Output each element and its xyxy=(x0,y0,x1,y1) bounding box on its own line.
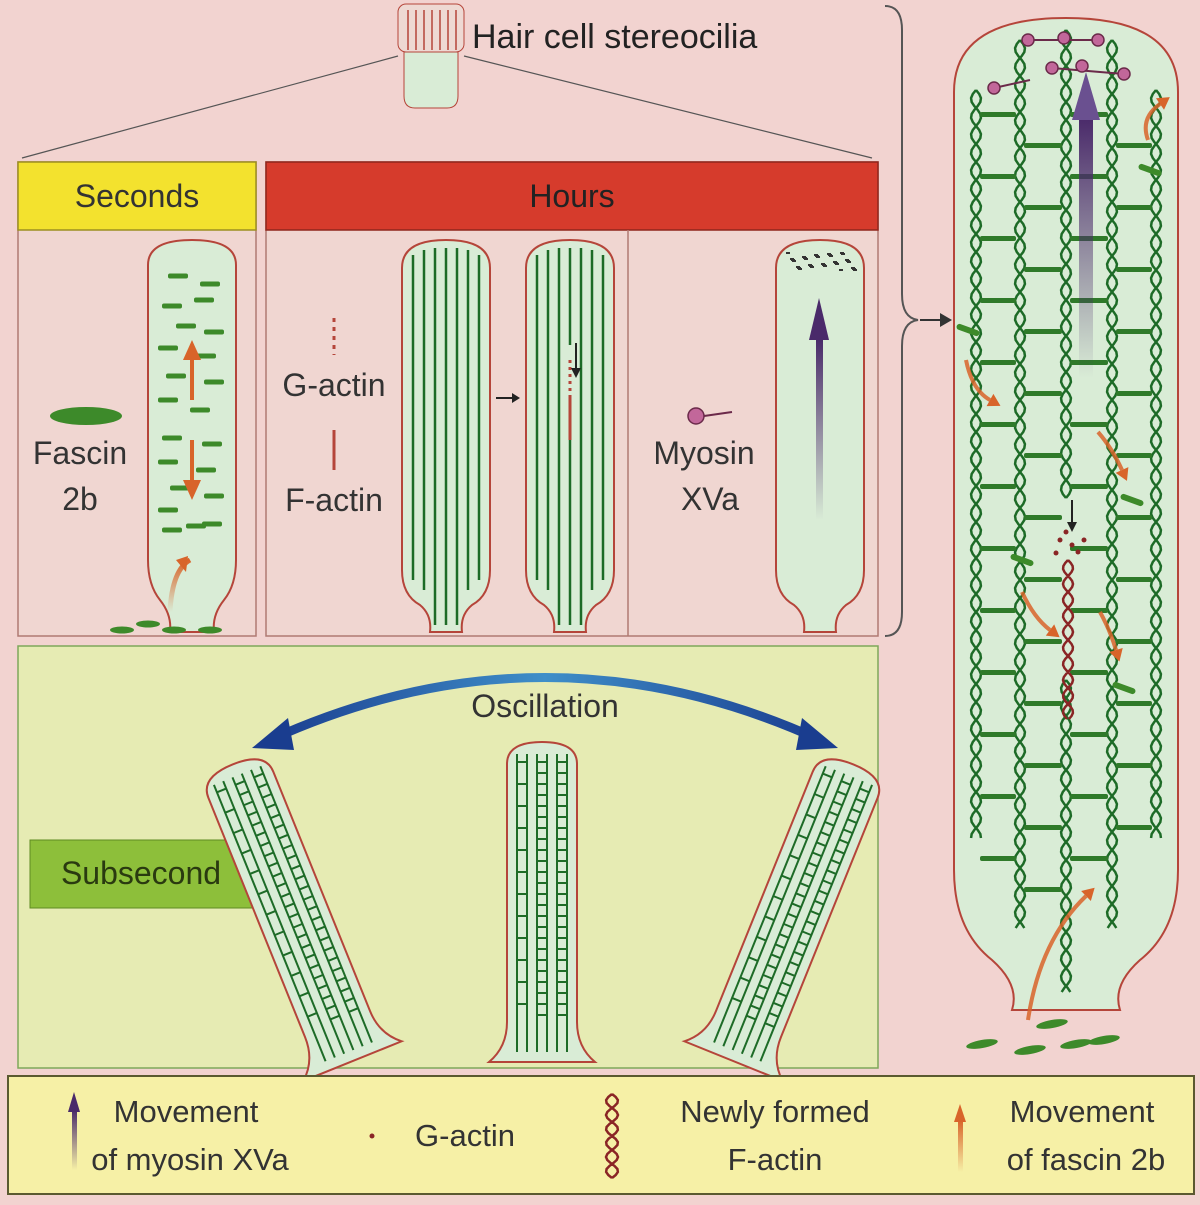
oscillating-stereocilium-right xyxy=(681,758,881,1083)
myosin-movement-arrow-head xyxy=(1072,72,1100,120)
new-f-actin-segment xyxy=(1061,559,1075,720)
fascin-legend-icon xyxy=(50,407,122,425)
oscillation-arrowhead-right xyxy=(796,718,838,750)
hours-label: Hours xyxy=(529,178,614,214)
myosin-label: Myosin xyxy=(653,435,754,471)
myosin-label-xva: XVa xyxy=(681,481,739,517)
myosin-at-tip xyxy=(987,31,1131,95)
fascin-label: Fascin xyxy=(33,435,127,471)
actin-filaments-b xyxy=(535,248,605,625)
right-brace xyxy=(884,5,919,637)
legend-fascin-arrow xyxy=(958,1120,963,1172)
legend-g-actin-dot xyxy=(369,1133,375,1139)
myosin-icon xyxy=(687,407,705,425)
subsecond-label: Subsecond xyxy=(61,855,221,891)
seconds-panel: Seconds Fascin 2b xyxy=(17,161,257,637)
fascin-movement-arrows xyxy=(964,97,1170,1021)
legend-myosin-arrow xyxy=(72,1110,77,1170)
legend-myosin-2: of myosin XVa xyxy=(91,1142,289,1177)
large-stereocilium xyxy=(953,16,1179,1055)
legend-fascin-2: of fascin 2b xyxy=(1007,1142,1166,1177)
oscillation-label: Oscillation xyxy=(471,688,619,724)
oscillation-arc xyxy=(268,673,822,745)
actin-filaments-crosslinked xyxy=(956,29,1163,993)
zoom-lines xyxy=(21,55,873,159)
fascin-arrow-up xyxy=(183,340,201,400)
legend: Movement of myosin XVa G-actin Newly for… xyxy=(7,1075,1195,1195)
fascin-entry-arrow xyxy=(167,556,192,613)
fascin-pool xyxy=(110,620,222,634)
hair-cell-icon xyxy=(397,3,465,109)
subsecond-panel: Subsecond Oscillation xyxy=(17,645,881,1083)
hours-panel: Hours G-actin F-actin xyxy=(265,161,879,637)
seconds-label: Seconds xyxy=(75,178,200,214)
fascin-pool-base xyxy=(966,1019,1120,1055)
myosin-arrow-shaft xyxy=(816,340,823,520)
hours-header xyxy=(265,161,879,231)
oscillation-arrowhead-left xyxy=(252,718,294,750)
fascin-label-2b: 2b xyxy=(62,481,98,517)
g-actin-label: G-actin xyxy=(282,367,385,403)
legend-new-f-actin-icon xyxy=(604,1093,620,1179)
legend-g-actin: G-actin xyxy=(415,1118,515,1153)
seconds-stereocilium xyxy=(147,238,237,633)
oscillating-stereocilium-middle xyxy=(486,740,598,1063)
oscillating-stereocilium-left xyxy=(205,758,405,1083)
legend-fascin-1: Movement xyxy=(1010,1094,1155,1129)
myosin-arrow-head xyxy=(809,298,829,340)
fascin-dashes xyxy=(158,273,224,533)
seconds-header xyxy=(17,161,257,231)
legend-factin-2: F-actin xyxy=(728,1142,823,1177)
legend-factin-1: Newly formed xyxy=(680,1094,870,1129)
f-actin-label: F-actin xyxy=(285,482,383,518)
figure-title: Hair cell stereocilia xyxy=(472,18,757,56)
tip-density xyxy=(786,252,857,271)
fascin-arrow-down xyxy=(183,440,201,500)
legend-myosin-1: Movement xyxy=(114,1094,259,1129)
myosin-movement-arrow-shaft xyxy=(1079,118,1093,378)
subsecond-tag xyxy=(29,839,253,909)
actin-filaments-a xyxy=(411,248,481,625)
g-actin-burst xyxy=(1053,529,1087,556)
